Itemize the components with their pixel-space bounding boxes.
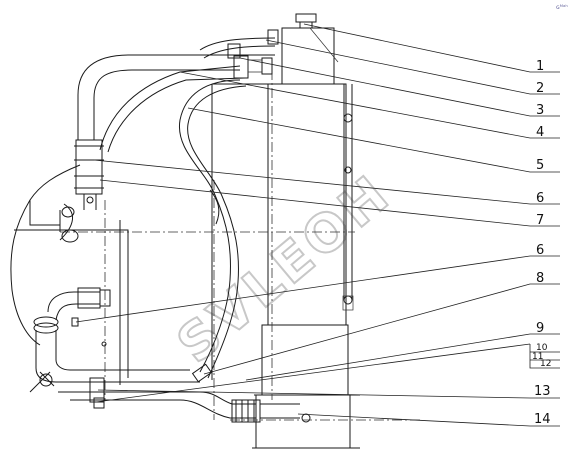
engine-body: [10, 164, 129, 385]
part-label-6b: 6: [536, 243, 544, 258]
part-label-10: 10: [536, 343, 548, 353]
part-label-11: 11: [532, 352, 543, 362]
part-labels: 1 2 3 4 5 6 7 6 8 9 10 11 12 13 14: [532, 59, 551, 427]
part-label-7: 7: [536, 213, 544, 228]
upper-hose-assembly: [77, 29, 279, 153]
part-label-6: 6: [536, 191, 544, 206]
watermark: SVLEOH: [165, 162, 403, 376]
part-label-2: 2: [536, 81, 544, 96]
part-label-12: 12: [540, 359, 551, 369]
part-label-1: 1: [536, 59, 544, 74]
left-vertical-pipe: [74, 139, 104, 210]
corner-mark: ɢᴹᵃʰ: [556, 4, 568, 11]
middle-long-hose: [178, 79, 247, 383]
svg-text:SVLEOH: SVLEOH: [166, 163, 402, 375]
part-label-5: 5: [536, 158, 544, 173]
outlet-fitting: [231, 399, 311, 423]
part-label-3: 3: [536, 103, 544, 118]
centre-lines: [60, 70, 420, 421]
part-label-4: 4: [536, 125, 544, 140]
part-label-9: 9: [536, 321, 544, 336]
leader-lines: [75, 23, 560, 427]
part-label-13: 13: [534, 384, 551, 399]
part-label-8: 8: [536, 271, 544, 286]
part-label-14: 14: [534, 412, 551, 427]
